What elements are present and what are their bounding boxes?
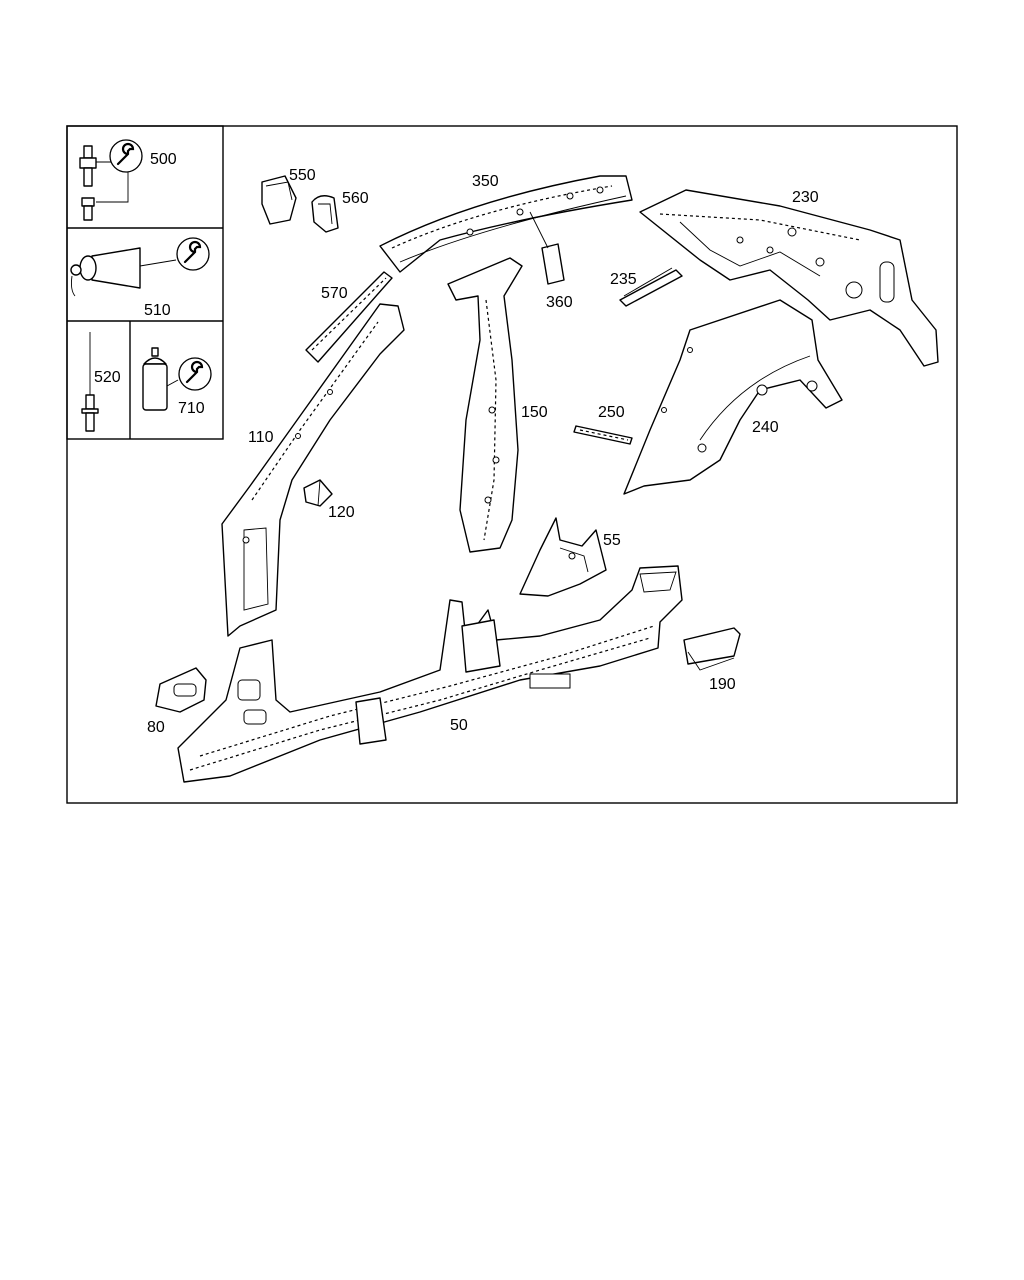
callout-710: 710 xyxy=(178,400,205,417)
wrench-icon xyxy=(175,236,211,272)
callout-560: 560 xyxy=(342,190,369,207)
part-250 xyxy=(573,425,633,445)
part-50 xyxy=(177,565,683,783)
rivet-icon xyxy=(81,332,99,432)
callout-190: 190 xyxy=(709,676,736,693)
part-235 xyxy=(619,267,683,307)
callout-510: 510 xyxy=(144,302,171,319)
callout-240: 240 xyxy=(752,419,779,436)
bolt-icon xyxy=(79,145,129,221)
part-150 xyxy=(447,257,523,553)
part-55 xyxy=(519,517,607,597)
part-80 xyxy=(155,667,207,713)
callout-570: 570 xyxy=(321,285,348,302)
part-550 xyxy=(261,175,297,225)
part-360 xyxy=(529,211,565,285)
callout-150: 150 xyxy=(521,404,548,421)
callout-230: 230 xyxy=(792,189,819,206)
part-190 xyxy=(683,627,741,671)
callout-360: 360 xyxy=(546,294,573,311)
part-560 xyxy=(311,195,339,233)
callout-55: 55 xyxy=(603,532,621,549)
callout-50: 50 xyxy=(450,717,468,734)
diagram-frame xyxy=(66,125,958,804)
spray-can-icon xyxy=(142,347,179,411)
part-110 xyxy=(221,303,405,637)
callout-520: 520 xyxy=(94,369,121,386)
wrench-icon xyxy=(177,356,213,392)
part-240 xyxy=(623,299,843,495)
callout-250: 250 xyxy=(598,404,625,421)
callout-500: 500 xyxy=(150,151,177,168)
callout-550: 550 xyxy=(289,167,316,184)
adhesive-tube-icon xyxy=(70,247,177,297)
part-350 xyxy=(379,175,633,273)
part-120 xyxy=(303,479,333,507)
part-570 xyxy=(305,271,393,363)
callout-110: 110 xyxy=(248,429,274,446)
callout-235: 235 xyxy=(610,271,637,288)
part-230 xyxy=(639,189,939,367)
callout-350: 350 xyxy=(472,173,499,190)
wrench-icon xyxy=(108,138,144,174)
legend-box xyxy=(66,125,224,440)
callout-80: 80 xyxy=(147,719,165,736)
callout-120: 120 xyxy=(328,504,355,521)
